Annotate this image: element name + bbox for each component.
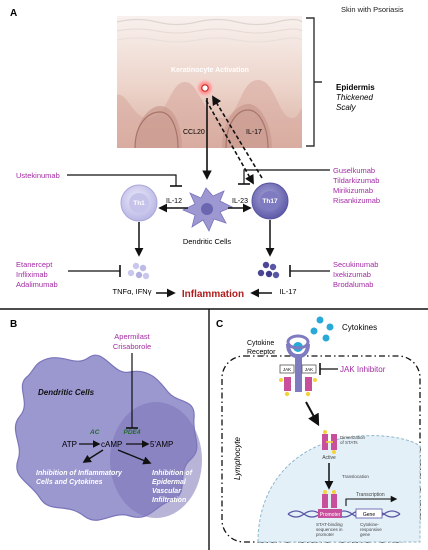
- drug-ixekizumab: Ixekizumab: [333, 270, 371, 279]
- drug-risankizumab: Risankizumab: [333, 196, 380, 205]
- stat-proteins-receptor: [279, 377, 317, 397]
- skin-illustration: [116, 16, 303, 149]
- epidermis-line2: Scaly: [336, 103, 357, 112]
- ustekinumab-inhibit-line: [67, 174, 177, 186]
- transcription-label: Transcription: [356, 492, 385, 498]
- dimerization-line2: of STATs: [340, 440, 358, 445]
- outcome-right-line3: Vascular: [152, 488, 182, 495]
- nucleus-b: [110, 402, 202, 518]
- cytokine-molecules: [310, 316, 334, 342]
- panel-a: A Skin with Psoriasis Keratinocyte Activ…: [10, 5, 404, 300]
- il12-label: IL-12: [166, 198, 182, 205]
- camp-label: cAMP: [101, 440, 122, 449]
- skin-label: Skin with Psoriasis: [341, 5, 404, 14]
- dendritic-cells-label-b: Dendritic Cells: [38, 388, 95, 397]
- cytokine-gene-line2: responsive: [360, 527, 382, 532]
- il17-bottom-label: IL-17: [279, 287, 296, 296]
- translocation-label: Translocation: [342, 474, 369, 479]
- cytokines-label: Cytokines: [342, 323, 377, 332]
- pde4-label: PDE4: [124, 429, 141, 436]
- cytokine-gene-line1: Cytokine-: [360, 522, 380, 527]
- ccl20-label: CCL20: [183, 129, 205, 136]
- amp-label: 5'AMP: [150, 440, 173, 449]
- receptor-label-line1: Cytokine: [247, 340, 274, 347]
- jak-box-left: [279, 364, 295, 374]
- panel-b: B Apermilast Crisaborole Dendritic Cells…: [10, 319, 202, 521]
- dimerization-line1: Dimerization: [340, 435, 366, 440]
- il23-label: IL-23: [232, 198, 248, 205]
- drug-tildarkizumab: Tildarkizumab: [333, 176, 379, 185]
- drug-crisaborole: Crisaborole: [113, 342, 151, 351]
- outcome-right-line2: Epidermal: [152, 479, 187, 486]
- drug-secukinumab: Secukinumab: [333, 260, 378, 269]
- panel-a-letter: A: [10, 8, 17, 19]
- camp-to-right-outcome-arrow: [117, 449, 152, 465]
- outcome-left-line2: Cells and Cytokines: [36, 479, 103, 486]
- epidermis-bracket: [306, 17, 322, 147]
- panel-c-letter: C: [216, 319, 223, 330]
- outcome-right-line4: Infiltration: [152, 497, 186, 504]
- drug-mirikizumab: Mirikizumab: [333, 186, 373, 195]
- receptor-label-line2: Receptor: [247, 349, 276, 356]
- promoter-label: Promoter: [320, 512, 341, 518]
- drug-brodalumab: Brodalumab: [333, 280, 373, 289]
- atp-label: ATP: [62, 440, 77, 449]
- th17-cell: [251, 182, 289, 220]
- il17-feedback-arrow-2: [205, 99, 254, 185]
- th17-label: Th17: [262, 198, 278, 205]
- panel-c: C Cytokines Lymphocyte Cytokine Receptor…: [216, 316, 421, 543]
- drug-adalimumab: Adalimumab: [16, 280, 58, 289]
- epidermis-line1: Thickened: [336, 93, 373, 102]
- gene-label: Gene: [363, 512, 375, 518]
- drug-apermilast: Apermilast: [114, 332, 150, 341]
- drug-ustekinumab: Ustekinumab: [16, 171, 60, 180]
- keratinocyte-glow: [195, 78, 215, 98]
- stat-dimer: [322, 430, 337, 454]
- epidermis-title: Epidermis: [336, 83, 375, 92]
- jak-label-left: JAK: [283, 367, 291, 372]
- il17-feedback-arrow: [212, 95, 263, 179]
- stat-binding-line2: sequences in: [316, 527, 343, 532]
- il23-inhibit-line: [243, 169, 330, 184]
- dendritic-cell-a: [182, 187, 233, 232]
- stat-binding-line3: promoter: [316, 532, 335, 537]
- il17-top-label: IL-17: [246, 129, 262, 136]
- jak-box-right: [301, 364, 317, 374]
- th1-label: Th1: [133, 200, 145, 207]
- drug-guselkumab: Guselkumab: [333, 166, 375, 175]
- lymphocyte-label: Lymphocyte: [233, 436, 242, 480]
- dna-strand: [287, 510, 401, 518]
- camp-to-left-outcome-arrow: [82, 449, 104, 463]
- tnf-ifn-label: TNFα, IFNγ: [113, 287, 152, 296]
- active-label: Active: [322, 455, 336, 461]
- ac-label: AC: [89, 429, 100, 436]
- stat-binding-line1: STAT-binding: [316, 522, 343, 527]
- jak-label-right: JAK: [305, 367, 313, 372]
- activation-arrow: [305, 401, 320, 427]
- gene-box: [355, 508, 383, 519]
- il17-molecules: [257, 261, 280, 279]
- drug-infliximab: Infliximab: [16, 270, 48, 279]
- jak-inhibitor-label: JAK Inhibitor: [340, 365, 386, 374]
- promoter-box: [318, 509, 342, 518]
- dendritic-cells-label-a: Dendritic Cells: [183, 237, 232, 246]
- keratinocyte-label: Keratinocyte Activation: [171, 67, 249, 74]
- outcome-left-line1: Inhibition of Inflammatory: [36, 470, 123, 477]
- cytokine-receptor: [286, 334, 310, 392]
- stat-dimer-on-promoter: [322, 490, 337, 508]
- panel-b-letter: B: [10, 319, 17, 330]
- drug-etanercept: Etanercept: [16, 260, 53, 269]
- th1-cell: [120, 184, 158, 222]
- cytokine-gene-line3: gene: [360, 532, 371, 537]
- inflammation-label: Inflammation: [182, 289, 244, 300]
- outcome-right-line1: Inhibition of: [152, 470, 193, 477]
- tnf-ifn-molecules: [127, 262, 150, 280]
- transcription-arrow: [345, 495, 398, 506]
